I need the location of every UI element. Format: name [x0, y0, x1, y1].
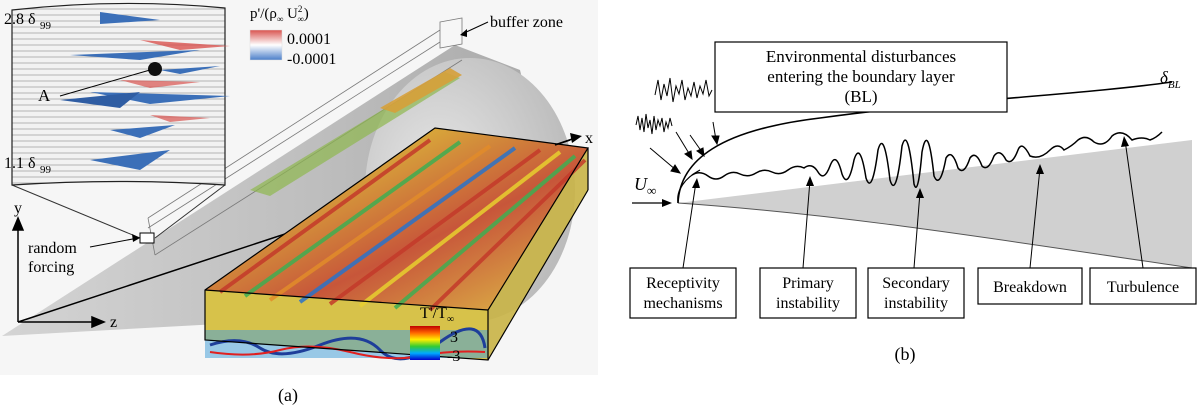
temperature-legend-title: T'/T∞ [420, 305, 454, 325]
cone-streak-hot [380, 68, 462, 113]
boundary-layer-shading [678, 140, 1192, 268]
bottom-height-label: 1.1 δ [4, 155, 36, 172]
axis-y-label: y [14, 200, 22, 217]
freestream-label: U∞ [634, 174, 656, 198]
stage-pointer-head [806, 176, 814, 186]
stage-box [977, 267, 1083, 305]
point-a-label: A [38, 86, 51, 105]
pressure-title-mid: U [283, 6, 298, 22]
box-bottom-slice [205, 327, 488, 361]
temperature-title-sub: ∞ [447, 314, 454, 325]
title-line-2: entering the boundary layer [767, 67, 955, 86]
temperature-min-label: -3 [447, 348, 460, 365]
title-line-1: Environmental disturbances [766, 47, 956, 66]
stage-receptivity: Receptivity mechanisms [629, 178, 737, 319]
axis-x-label: x [585, 130, 593, 147]
stage-pointer [802, 179, 811, 269]
forcing-arrow [89, 237, 139, 248]
top-height-label: 2.8 δ [4, 11, 36, 28]
stage-box [1089, 267, 1197, 305]
stage-label-line2: mechanisms [643, 295, 722, 312]
dns-box-top [205, 128, 588, 310]
stage-label-line1: Receptivity [646, 275, 720, 292]
forcing-box [139, 232, 155, 244]
stage-box [759, 267, 857, 319]
top-height-subscript: 99 [40, 20, 52, 32]
disturbance-signal-2 [635, 113, 673, 135]
panel-b-caption: (b) [895, 344, 916, 365]
stage-box [867, 267, 965, 319]
zoom-lines [11, 184, 226, 239]
stage-label-line1: Secondary [882, 275, 950, 292]
stage-pointer [1124, 139, 1144, 269]
bottom-height-subscript: 99 [40, 164, 52, 176]
pressure-title-sub1: ∞ [277, 14, 283, 24]
panel-a-figure: 2.8 δ 99 1.1 δ 99 A p'/(ρ∞ U2∞) 0.0001 -… [0, 0, 598, 406]
pressure-max-label: 0.0001 [287, 31, 331, 48]
dns-box-edge [204, 289, 489, 311]
buffer-arrowhead [460, 29, 467, 37]
stage-pointer-head [692, 178, 700, 188]
stage-secondary: Secondary instability [867, 188, 965, 319]
temperature-max-label: 3 [450, 329, 458, 346]
stage-breakdown: Breakdown [977, 164, 1083, 305]
wall-line [677, 202, 1193, 269]
forcing-arrowhead [132, 234, 140, 242]
freestream-symbol: U [634, 174, 648, 194]
stage-pointer [1029, 167, 1041, 269]
panel-a-caption: (a) [278, 385, 298, 406]
pressure-legend: p'/(ρ∞ U2∞) 0.0001 -0.0001 [249, 4, 336, 68]
probe-leader [59, 69, 151, 97]
axis-z-label: z [110, 314, 117, 331]
pressure-structures [60, 12, 230, 170]
disturbance-signal-1 [654, 77, 713, 103]
stage-label-line2: instability [884, 295, 948, 312]
pressure-title-main: p'/(ρ [250, 6, 277, 22]
stage-pointer-head [1121, 136, 1129, 147]
stage-pointer-head [1036, 164, 1044, 174]
pressure-title-end: ) [304, 6, 309, 22]
title-box [714, 41, 1008, 113]
stage-label-line1: Breakdown [993, 279, 1067, 296]
title-line-3: (BL) [844, 87, 877, 106]
pressure-inset [11, 2, 230, 186]
leading-edge [677, 169, 701, 204]
disturbance-arrows [649, 121, 720, 174]
pressure-min-label: -0.0001 [287, 51, 336, 68]
pressure-title-sub2: ∞ [297, 14, 303, 24]
stage-pointer-head [916, 188, 924, 198]
buffer-zone-label: buffer zone [490, 14, 563, 31]
temperature-title-main: T'/T [420, 305, 447, 322]
stage-pointer [682, 181, 697, 269]
delta-bl-label: δBL [1160, 68, 1181, 91]
temperature-colorbar [410, 326, 440, 360]
stage-label-line1: Turbulence [1107, 279, 1179, 296]
vortex-streaks [218, 138, 587, 312]
dns-box-edge3 [487, 189, 589, 361]
delta-bl-subscript: BL [1168, 79, 1181, 91]
instability-wave [691, 131, 1163, 188]
dns-box-side [488, 148, 588, 360]
pressure-legend-title: p'/(ρ∞ U2∞) [250, 4, 309, 24]
freestream-subscript: ∞ [647, 183, 656, 198]
temperature-legend: T'/T∞ 3 -3 [410, 305, 460, 365]
delta-bl-symbol: δ [1160, 68, 1169, 87]
pressure-title-sup: 2 [298, 4, 303, 14]
axis-x-arrowhead [570, 133, 582, 143]
stage-label-line2: instability [776, 295, 840, 312]
stage-label-line1: Primary [782, 275, 834, 292]
forcing-label-line2: forcing [28, 259, 74, 276]
forcing-label-line1: random [28, 240, 77, 257]
stage-pointer [913, 191, 921, 269]
stage-primary: Primary instability [759, 176, 857, 319]
stage-turbulence: Turbulence [1089, 136, 1197, 305]
delta-bl-curve [677, 81, 1173, 204]
pressure-colorbar [249, 29, 283, 61]
probe-point-a [148, 62, 162, 76]
stage-box [629, 267, 737, 319]
freestream-arrowhead [662, 199, 672, 207]
panel-b-figure: δBL U∞ Environmental disturbances [629, 41, 1197, 365]
